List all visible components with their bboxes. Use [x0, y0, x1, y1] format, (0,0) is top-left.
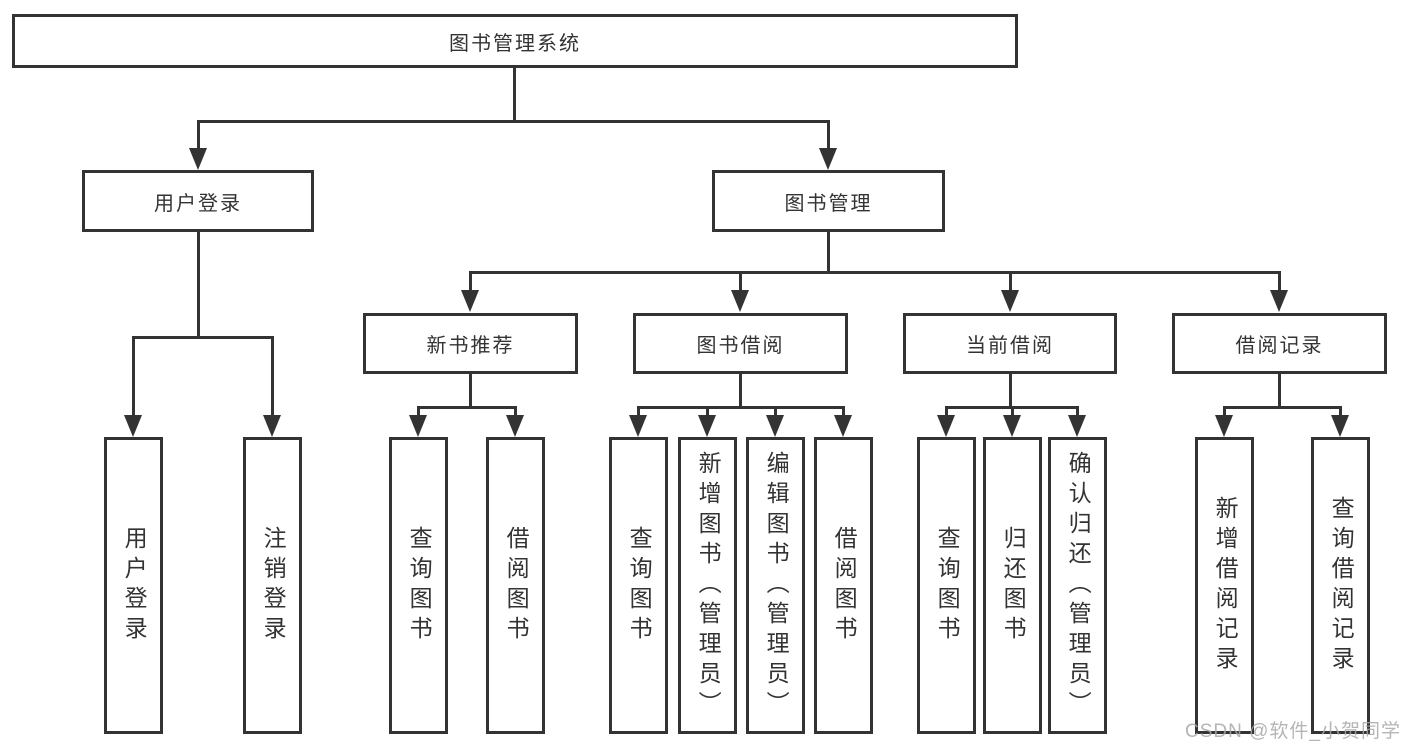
- connector-borrow-stem: [739, 374, 742, 408]
- leaf-query-borrow-record-label: 查询借阅记录: [1328, 495, 1355, 676]
- connector-records-bar: [1223, 406, 1342, 409]
- connector-mgmt-stem: [827, 232, 830, 273]
- arrow-down-icon: [461, 290, 479, 312]
- node-user-login: 用户登录: [82, 170, 314, 232]
- node-book-borrowing-label: 图书借阅: [696, 335, 785, 357]
- leaf-query-borrow-record: 查询借阅记录: [1311, 437, 1370, 734]
- node-book-management: 图书管理: [712, 170, 945, 232]
- arrow-down-icon: [1215, 415, 1233, 437]
- arrow-down-icon: [189, 148, 207, 170]
- connector-borrow-bar: [637, 406, 845, 409]
- arrow-down-icon: [766, 415, 784, 437]
- node-new-book-recommend: 新书推荐: [363, 313, 578, 374]
- connector-login-bar: [132, 336, 274, 339]
- arrow-down-icon: [1001, 290, 1019, 312]
- leaf-borrow-books-recommend-label: 借阅图书: [503, 525, 530, 646]
- connector-shaft: [706, 406, 709, 418]
- node-borrowing-records-label: 借阅记录: [1235, 335, 1324, 357]
- node-book-management-label: 图书管理: [784, 192, 873, 215]
- connector-shaft-leaf-user-login: [132, 336, 135, 417]
- leaf-user-login-label: 用户登录: [121, 525, 148, 646]
- leaf-add-borrow-record: 新增借阅记录: [1195, 437, 1254, 734]
- connector-shaft: [842, 406, 845, 418]
- arrow-down-icon: [409, 415, 427, 437]
- connector-root-stem: [513, 68, 516, 122]
- node-library-system-label: 图书管理系统: [449, 32, 581, 55]
- arrow-down-icon: [1003, 415, 1021, 437]
- connector-mgmt-bar: [469, 271, 1281, 274]
- node-new-book-recommend-label: 新书推荐: [426, 335, 515, 357]
- arrow-down-icon: [263, 415, 281, 437]
- leaf-confirm-return-admin-label: 确认归还（管理员）: [1065, 450, 1092, 721]
- leaf-borrow-books-label: 借阅图书: [831, 525, 858, 646]
- connector-shaft: [945, 406, 948, 418]
- leaf-borrow-books: 借阅图书: [814, 437, 873, 734]
- connector-login-stem: [197, 232, 200, 338]
- leaf-query-books-current: 查询图书: [917, 437, 976, 734]
- connector-shaft-borrowing-records: [1278, 271, 1281, 293]
- leaf-logout: 注销登录: [243, 437, 302, 734]
- arrow-down-icon: [698, 415, 716, 437]
- arrow-down-icon: [834, 415, 852, 437]
- connector-shaft-current-borrowing: [1009, 271, 1012, 293]
- connector-recommend-stem: [469, 374, 472, 408]
- node-book-borrowing: 图书借阅: [633, 313, 848, 374]
- connector-shaft: [774, 406, 777, 418]
- connector-shaft-book-management: [827, 120, 830, 150]
- leaf-add-book-admin-label: 新增图书（管理员）: [695, 450, 722, 721]
- leaf-return-books-label: 归还图书: [1000, 525, 1027, 646]
- arrow-down-icon: [124, 415, 142, 437]
- connector-current-stem: [1009, 374, 1012, 408]
- leaf-return-books: 归还图书: [983, 437, 1042, 734]
- leaf-query-books-current-label: 查询图书: [934, 525, 961, 646]
- connector-shaft: [1223, 406, 1226, 418]
- arrow-down-icon: [1331, 415, 1349, 437]
- arrow-down-icon: [506, 415, 524, 437]
- leaf-logout-label: 注销登录: [260, 525, 287, 646]
- connector-records-stem: [1278, 374, 1281, 408]
- leaf-query-books-recommend-label: 查询图书: [406, 525, 433, 646]
- leaf-add-book-admin: 新增图书（管理员）: [678, 437, 737, 734]
- leaf-edit-book-admin-label: 编辑图书（管理员）: [763, 450, 790, 721]
- leaf-query-books-borrow-label: 查询图书: [626, 525, 653, 646]
- connector-shaft: [417, 406, 420, 418]
- watermark-text: CSDN @软件_小贺同学: [1185, 721, 1401, 742]
- node-user-login-label: 用户登录: [154, 192, 242, 215]
- connector-shaft-new-books: [469, 271, 472, 293]
- connector-shaft: [1339, 406, 1342, 418]
- node-library-system: 图书管理系统: [12, 14, 1018, 68]
- connector-shaft: [1011, 406, 1014, 418]
- connector-shaft-book-borrowing: [739, 271, 742, 293]
- leaf-query-books-borrow: 查询图书: [609, 437, 668, 734]
- connector-recommend-bar: [417, 406, 517, 409]
- leaf-add-borrow-record-label: 新增借阅记录: [1212, 495, 1239, 676]
- leaf-borrow-books-recommend: 借阅图书: [486, 437, 545, 734]
- leaf-edit-book-admin: 编辑图书（管理员）: [746, 437, 805, 734]
- arrow-down-icon: [1068, 415, 1086, 437]
- node-current-borrowing: 当前借阅: [903, 313, 1117, 374]
- node-current-borrowing-label: 当前借阅: [966, 335, 1054, 357]
- arrow-down-icon: [629, 415, 647, 437]
- leaf-user-login: 用户登录: [104, 437, 163, 734]
- connector-shaft-leaf-logout: [271, 336, 274, 417]
- node-borrowing-records: 借阅记录: [1172, 313, 1387, 374]
- arrow-down-icon: [937, 415, 955, 437]
- arrow-down-icon: [819, 148, 837, 170]
- connector-root-bar: [197, 120, 830, 123]
- arrow-down-icon: [1270, 290, 1288, 312]
- connector-shaft: [637, 406, 640, 418]
- arrow-down-icon: [731, 290, 749, 312]
- connector-shaft: [1076, 406, 1079, 418]
- connector-shaft-user-login: [197, 120, 200, 150]
- connector-shaft: [514, 406, 517, 418]
- leaf-confirm-return-admin: 确认归还（管理员）: [1048, 437, 1107, 734]
- leaf-query-books-recommend: 查询图书: [389, 437, 448, 734]
